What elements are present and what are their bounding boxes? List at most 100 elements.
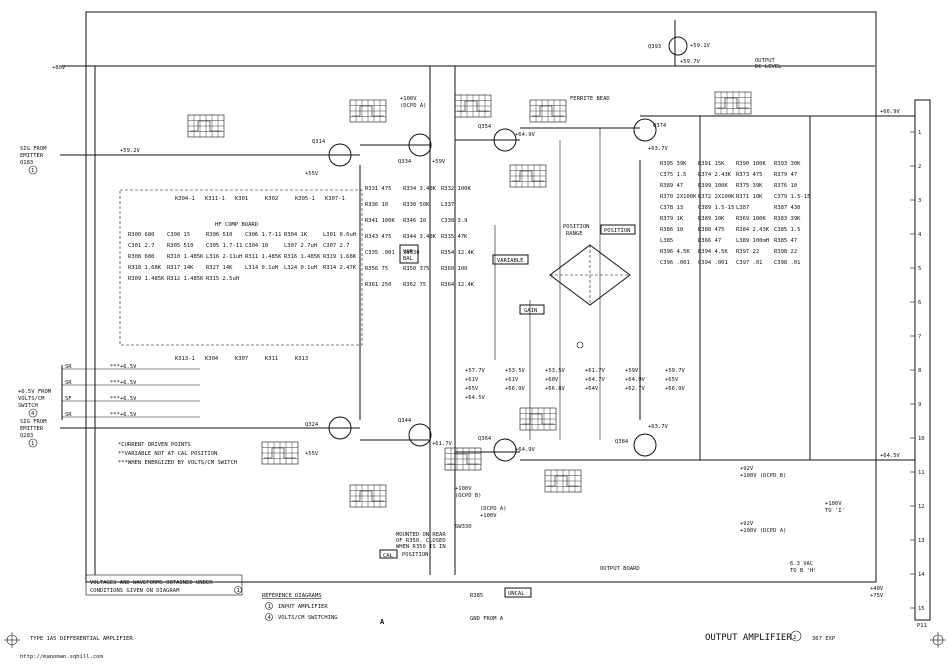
comp-right-7: R379 47 — [774, 172, 797, 178]
output-dc-level-2: DC LEVEL — [755, 64, 782, 70]
comp-left-1: C300 15 — [167, 232, 190, 238]
comp-right-21: R389 10K — [698, 216, 725, 222]
sheet-code: 367 EXP — [812, 636, 836, 642]
ref-diagrams-title: REFERENCE DIAGRAMS — [262, 593, 322, 599]
comp-right-18: L387 — [736, 205, 749, 211]
comp-mid-19: R362 75 — [403, 282, 426, 288]
comp-left-10: L307 2.7uH — [284, 243, 317, 249]
supply-sub-4: +100V (DCPD A) — [740, 528, 786, 534]
node-volt-18: +64.5V — [465, 395, 486, 401]
line-volt-1: ***+6.5V — [110, 364, 137, 370]
waveform-scope — [529, 99, 567, 123]
volts-cm-ref-circle — [28, 408, 38, 418]
connector-pin-12: 12 — [918, 504, 925, 510]
line-volt-2: ***+6.5V — [110, 380, 137, 386]
switch-4: K305-1 — [295, 196, 315, 202]
supply-label-3: +92V — [740, 466, 754, 472]
comp-left-16: R316 1.485K — [284, 254, 321, 260]
comp-mid-10: R344 3.48K — [403, 234, 437, 240]
switch-lines — [62, 368, 200, 418]
q324-id: Q324 — [305, 422, 319, 428]
waveform-scope — [187, 114, 225, 138]
voltage-note-2: CONDITIONS GIVEN ON DIAGRAM — [90, 588, 180, 594]
sig-top-label-1: SIG FROM — [20, 146, 47, 152]
comp-left-13: R310 1.485K — [167, 254, 204, 260]
supply-sub-6: +75V — [870, 593, 884, 599]
switch-6: K313-1 — [175, 356, 195, 362]
comp-right-24: R386 10 — [660, 227, 683, 233]
uncal-label: UNCAL — [508, 591, 525, 597]
title-right: OUTPUT AMPLIFIER — [705, 633, 792, 643]
comp-right-31: R385 47 — [774, 238, 797, 244]
switch-2: K301 — [235, 196, 248, 202]
comp-right-8: R389 47 — [660, 183, 683, 189]
comp-left-22: L324 0.1uH — [284, 265, 317, 271]
supply-label-4: +92V — [740, 521, 754, 527]
connector-pin-4: 4 — [918, 232, 922, 238]
comp-mid-1: R334 3.48K — [403, 186, 437, 192]
transistor-q334: Q334 +59V — [398, 133, 446, 165]
supply-sub-3: +100V (DCPD B) — [740, 473, 786, 479]
node-volt-14: +66.8V — [545, 386, 566, 392]
comp-mid-12: C335 .001 — [365, 250, 395, 256]
node-volt-2: +53.5V — [545, 368, 566, 374]
comp-right-14: R371 10K — [736, 194, 763, 200]
switch-7: K304 — [205, 356, 219, 362]
hf-comp-board-label: HF COMP BOARD — [215, 222, 258, 228]
voltage-note-ref: 1 — [237, 588, 240, 594]
comp-right-35: R398 22 — [774, 249, 797, 255]
comp-mid-5: L337 — [441, 202, 454, 208]
gain-box — [519, 304, 545, 315]
rail-net-label: +59.7V — [680, 59, 701, 65]
sig-bot-label-2: EMITTER — [20, 426, 44, 432]
q354-volt: +64.9V — [515, 132, 536, 138]
supply-label-0: +100V — [400, 96, 417, 102]
mounted-note-1: MOUNTED ON REAR — [396, 532, 446, 538]
connector-pin-14: 14 — [918, 572, 925, 578]
position-bridge — [549, 244, 631, 306]
comp-right-20: R379 1K — [660, 216, 684, 222]
output-board-frame — [85, 11, 877, 583]
comp-mid-2: R332 100K — [441, 186, 471, 192]
comp-right-13: R372 2X100K — [698, 194, 735, 200]
comp-right-1: R391 15K — [698, 161, 725, 167]
cal-box — [379, 549, 398, 559]
waveform-scope — [509, 164, 547, 188]
comp-mid-4: R330 50K — [403, 202, 430, 208]
waveform-scope — [544, 469, 582, 493]
voltage-note-1: VOLTAGES AND WAVEFORMS OBTAINED UNDER — [90, 580, 213, 586]
waveform-scope — [444, 447, 482, 471]
voltage-note-box — [85, 574, 243, 596]
comp-left-18: R318 1.68K — [128, 265, 162, 271]
comp-right-6: R373 475 — [736, 172, 763, 178]
sig-top-volt: +59.2V — [120, 148, 141, 154]
supply-sub-2: +100V — [480, 513, 497, 519]
comp-left-0: R300 680 — [128, 232, 155, 238]
supply-label-6: +40V — [870, 586, 884, 592]
connector-pin-7: 7 — [918, 334, 921, 340]
comp-right-26: R384 2.43K — [736, 227, 770, 233]
position-range-2: RANGE — [566, 231, 583, 237]
center-mark: A — [380, 618, 385, 626]
ref-1-circle — [265, 602, 273, 610]
comp-left-24: R309 1.485K — [128, 276, 165, 282]
node-volt-3: +61.7V — [585, 368, 606, 374]
node-volt-0: +57.7V — [465, 368, 486, 374]
supply-notes: +100V(DCPD A)+100V(DCPD B)(DCPD A)+100V+… — [400, 96, 884, 599]
comp-right-39: C398 .01 — [774, 260, 801, 266]
var-bal-2: BAL — [403, 256, 414, 262]
comp-mid-7: R346 10 — [403, 218, 426, 224]
switch-8: K307 — [235, 356, 248, 362]
position-box — [600, 224, 636, 235]
comp-left-11: C307 2.7 — [323, 243, 350, 249]
node-volt-12: +65V — [465, 386, 479, 392]
comp-mid-6: R341 100K — [365, 218, 395, 224]
node-volt-6: +61V — [465, 377, 479, 383]
comp-mid-20: R364 12.4K — [441, 282, 475, 288]
comp-mid-9: R343 475 — [365, 234, 392, 240]
comp-right-16: C378 13 — [660, 205, 683, 211]
